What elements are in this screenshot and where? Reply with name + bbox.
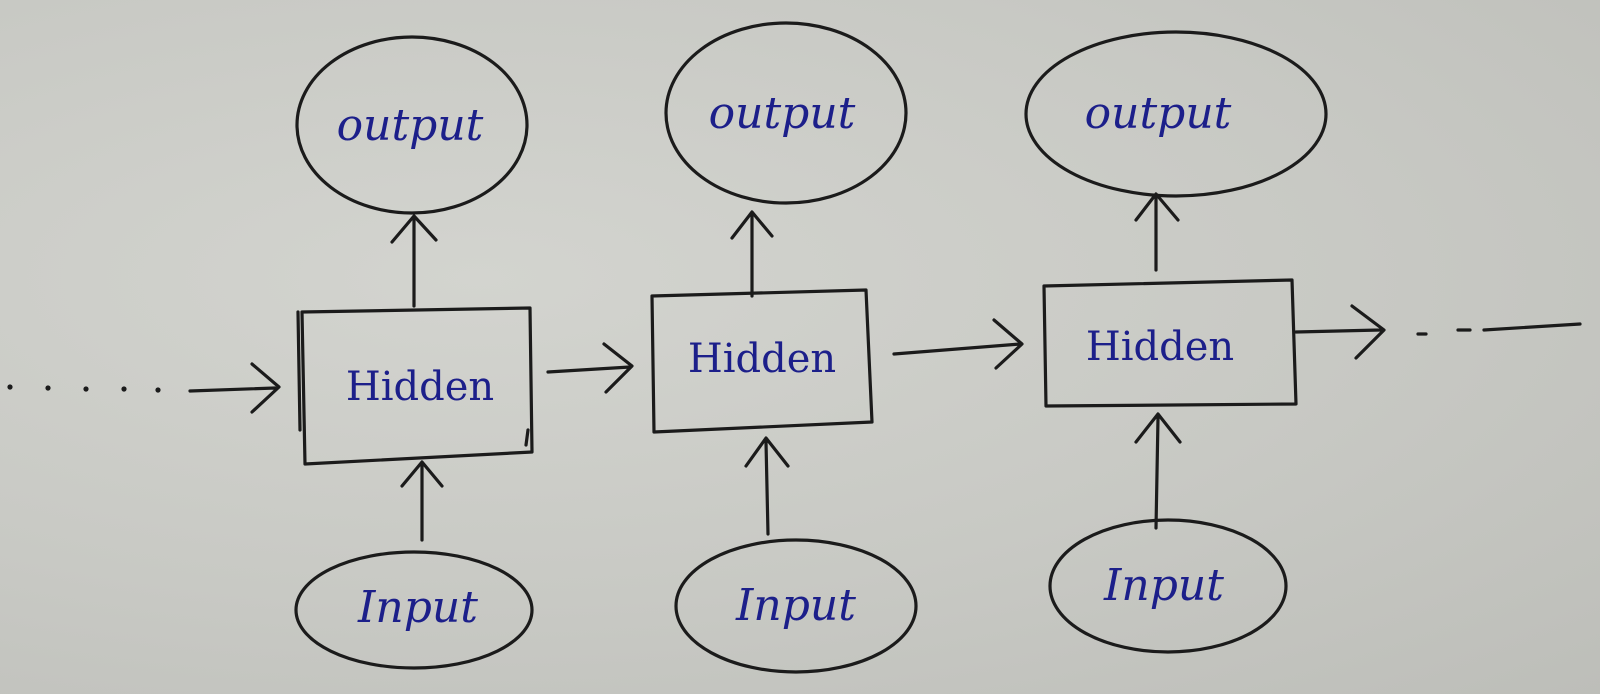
trail-out-connector [1294, 304, 1582, 360]
arrow-hidden-to-output-1 [390, 214, 438, 308]
step-1: output Hidden Input [294, 35, 534, 670]
input-label-3: Input [1103, 560, 1224, 611]
step-3: output Hidden Input [1024, 30, 1328, 654]
input-node-3 [1048, 518, 1288, 654]
output-label-1: output [337, 100, 484, 151]
lead-in-connector [7, 362, 281, 414]
output-label-2: output [709, 88, 856, 139]
hidden-box-1 [296, 306, 534, 466]
lead-in-arrow [188, 362, 281, 414]
arrow-input-to-hidden-3 [1134, 412, 1182, 530]
arrow-hidden-2-to-hidden-3 [892, 318, 1024, 370]
input-node-1 [294, 550, 534, 670]
step-2: output Hidden Input [650, 21, 918, 674]
hidden-box-2 [650, 288, 874, 434]
arrow-input-to-hidden-2 [744, 436, 790, 536]
input-label-2: Input [735, 580, 856, 631]
arrow-hidden-to-output-2 [730, 210, 774, 298]
arrow-hidden-to-output-3 [1134, 192, 1180, 272]
trail-out-arrow [1294, 304, 1386, 360]
input-label-1: Input [357, 582, 478, 633]
arrow-input-to-hidden-1 [400, 460, 444, 542]
lead-in-dots [7, 384, 161, 393]
output-label-3: output [1085, 88, 1232, 139]
hidden-box-3 [1042, 278, 1298, 408]
hidden-label-2: Hidden [688, 336, 836, 382]
input-node-2 [674, 538, 918, 674]
output-node-3 [1024, 30, 1328, 198]
hidden-label-3: Hidden [1086, 324, 1234, 370]
trail-out-dashes [1416, 322, 1582, 336]
hidden-label-1: Hidden [346, 364, 494, 410]
output-node-2 [664, 21, 908, 205]
arrow-hidden-1-to-hidden-2 [546, 342, 634, 394]
output-node-1 [295, 35, 529, 215]
